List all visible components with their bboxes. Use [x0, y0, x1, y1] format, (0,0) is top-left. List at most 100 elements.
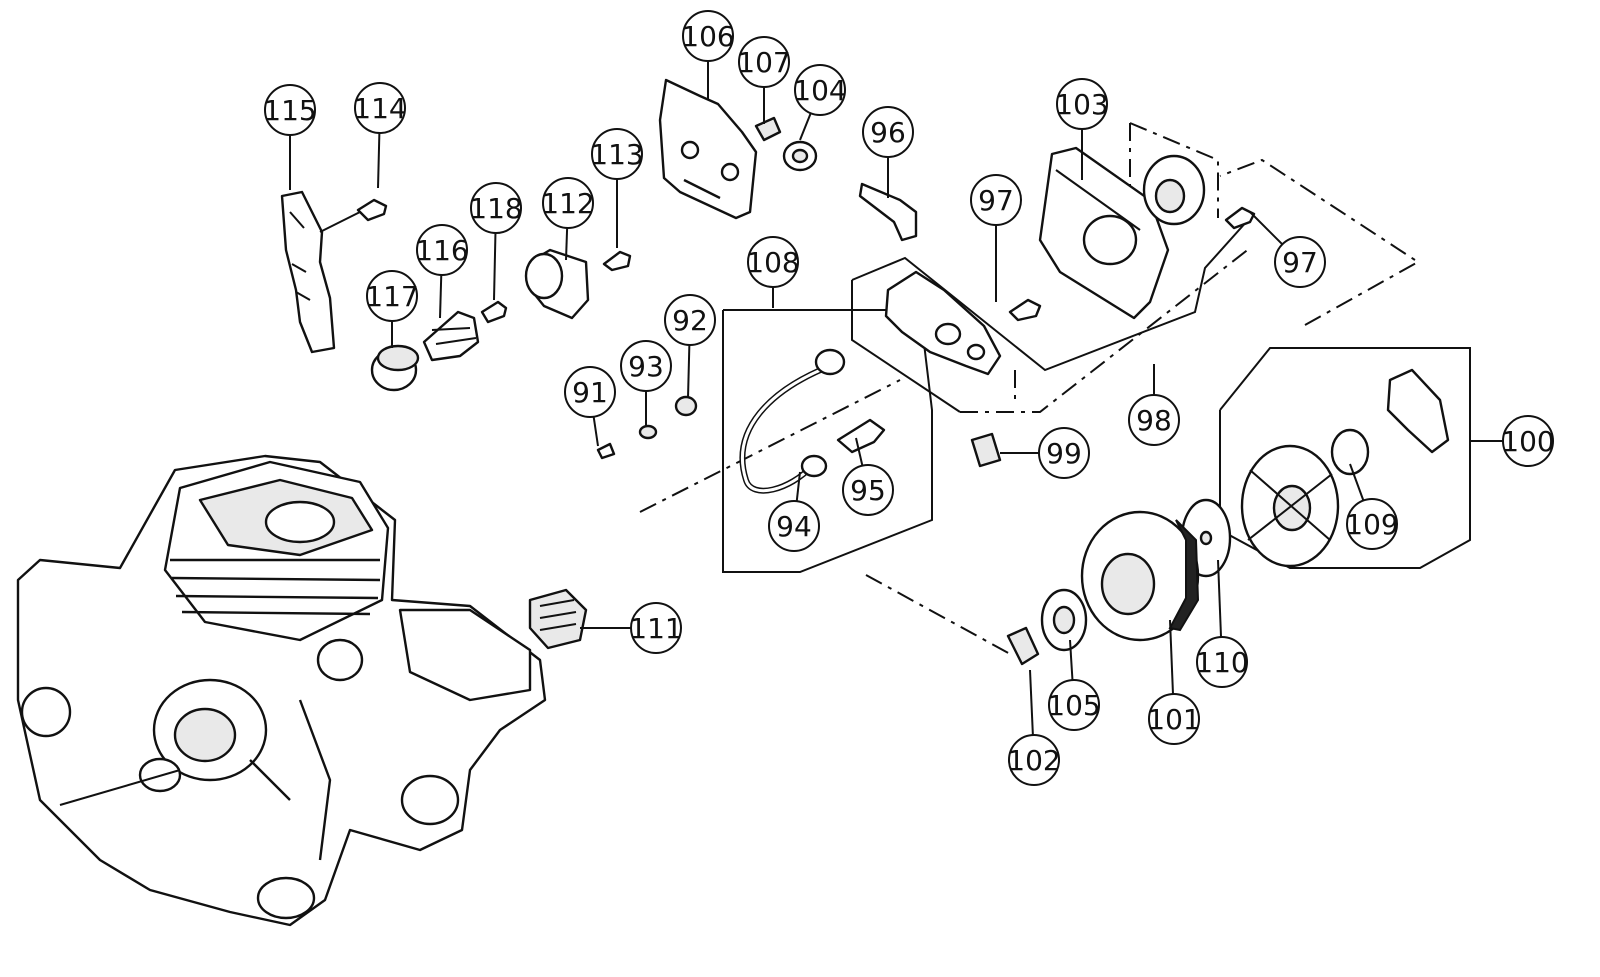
leader-line — [1029, 669, 1034, 736]
callout-c99: 99 — [1000, 427, 1090, 479]
callout-number: 94 — [776, 510, 812, 543]
leader-line — [1349, 463, 1365, 501]
leader-line — [1249, 211, 1284, 246]
part-104-nut — [782, 140, 818, 172]
callout-number: 95 — [850, 474, 886, 507]
part-98-oil-pump — [884, 270, 1002, 376]
callout-number: 103 — [1055, 88, 1108, 121]
callout-number: 118 — [469, 192, 522, 225]
leader-line — [493, 232, 497, 301]
leader-line — [377, 132, 381, 189]
callout-number: 111 — [629, 612, 682, 645]
callout-circle — [1038, 427, 1090, 479]
part-97-screw-b — [1224, 206, 1256, 230]
callout-number: 92 — [672, 304, 708, 337]
engine-crankcase-assembly — [16, 454, 547, 927]
callout-circle — [1048, 679, 1100, 731]
part-106-plate — [658, 78, 758, 220]
callout-number: 91 — [572, 376, 608, 409]
callout-c92: 92 — [664, 294, 716, 399]
leader-line — [855, 437, 864, 466]
part-113-screw — [602, 250, 632, 272]
callout-c115: 115 — [263, 84, 317, 190]
callout-circle — [682, 10, 734, 62]
callout-number: 102 — [1007, 744, 1060, 777]
callout-c105: 105 — [1047, 639, 1101, 731]
callout-c102: 102 — [1007, 669, 1061, 786]
callout-number: 110 — [1195, 646, 1248, 679]
callout-number: 112 — [541, 187, 594, 220]
leader-line — [687, 344, 691, 399]
callout-c117: 117 — [365, 270, 419, 348]
part-sprocket-cover — [1142, 154, 1206, 226]
callout-circle — [264, 84, 316, 136]
callout-circle — [416, 224, 468, 276]
callout-circle — [1502, 415, 1554, 467]
callout-c116: 116 — [415, 224, 469, 319]
part-102-bearing — [1006, 626, 1040, 666]
part-109-spring — [1330, 428, 1370, 476]
callout-c93: 93 — [620, 340, 672, 426]
callout-number: 114 — [353, 92, 406, 125]
callout-circle — [591, 128, 643, 180]
callout-c111: 111 — [580, 602, 683, 654]
callout-c109: 109 — [1345, 463, 1399, 550]
callout-c97a: 97 — [970, 174, 1022, 302]
leader-line — [1217, 559, 1223, 638]
callout-c106: 106 — [681, 10, 735, 100]
callout-c98: 98 — [1128, 364, 1180, 446]
callout-circle — [354, 82, 406, 134]
callout-c95: 95 — [842, 437, 894, 516]
callout-circle — [970, 174, 1022, 226]
callout-number: 113 — [590, 138, 643, 171]
part-107-nut — [754, 116, 782, 142]
callout-circle — [366, 270, 418, 322]
part-117-cap — [370, 344, 420, 392]
callout-number: 98 — [1136, 404, 1172, 437]
callout-number: 100 — [1501, 425, 1554, 458]
callout-c104: 104 — [793, 64, 847, 141]
callout-c107: 107 — [737, 36, 791, 124]
part-115-hook — [280, 190, 336, 354]
callout-circle — [747, 236, 799, 288]
part-96-fitting — [858, 182, 918, 242]
leader-line — [592, 416, 599, 447]
callout-number: 97 — [1282, 246, 1318, 279]
callout-c112: 112 — [541, 177, 595, 261]
callout-number: 99 — [1046, 437, 1082, 470]
leader-line — [439, 274, 443, 319]
part-108-oil-hose — [739, 348, 846, 494]
callout-number: 105 — [1047, 689, 1100, 722]
callout-circle — [794, 64, 846, 116]
part-118-screw — [480, 300, 508, 324]
callout-c110: 110 — [1195, 559, 1249, 688]
part-99-sleeve — [970, 432, 1002, 468]
callout-circle — [564, 366, 616, 418]
callout-circle — [1148, 693, 1200, 745]
part-95-valve — [836, 418, 886, 454]
callout-number: 109 — [1345, 508, 1398, 541]
callout-c103: 103 — [1055, 78, 1109, 180]
part-97-screw-a — [1008, 298, 1042, 322]
callout-circle — [470, 182, 522, 234]
callout-c91: 91 — [564, 366, 616, 447]
callout-circle — [1274, 236, 1326, 288]
callout-circle — [738, 36, 790, 88]
part-114-screw — [319, 198, 388, 233]
callout-c108: 108 — [746, 236, 800, 308]
callout-circle — [630, 602, 682, 654]
callout-number: 97 — [978, 184, 1014, 217]
callout-circle — [1346, 498, 1398, 550]
part-101-sprocket-drum — [1080, 510, 1200, 642]
callout-circle — [1056, 78, 1108, 130]
part-112-cover — [524, 248, 590, 320]
part-91-screw — [596, 442, 616, 460]
leader-line — [565, 227, 569, 261]
part-111-filter — [528, 588, 588, 650]
callout-c101: 101 — [1147, 619, 1201, 745]
callout-number: 108 — [746, 246, 799, 279]
leader-line — [1169, 619, 1174, 695]
callout-c96: 96 — [862, 106, 914, 198]
